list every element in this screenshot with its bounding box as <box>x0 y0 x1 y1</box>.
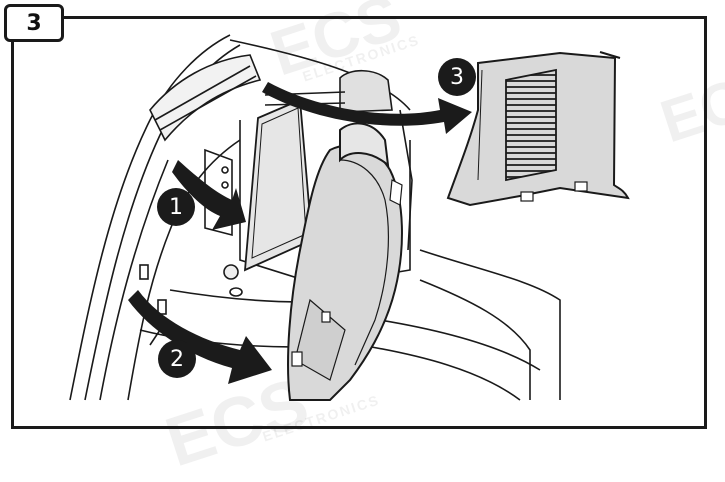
step-number-badge: 3 <box>4 4 64 42</box>
arrow-2 <box>128 290 272 384</box>
vehicle-body-outline <box>69 34 561 401</box>
callout-marker-1: 1 <box>157 188 195 226</box>
callout-marker-2: 2 <box>158 340 196 378</box>
removed-quarter-trim <box>446 51 630 207</box>
removal-arrows <box>128 82 472 384</box>
side-trim-panel <box>287 122 403 401</box>
illustration-frame <box>11 16 707 429</box>
arrow-3 <box>262 82 472 134</box>
arrow-1 <box>172 160 246 230</box>
installation-illustration <box>69 34 630 401</box>
callout-marker-3: 3 <box>438 58 476 96</box>
